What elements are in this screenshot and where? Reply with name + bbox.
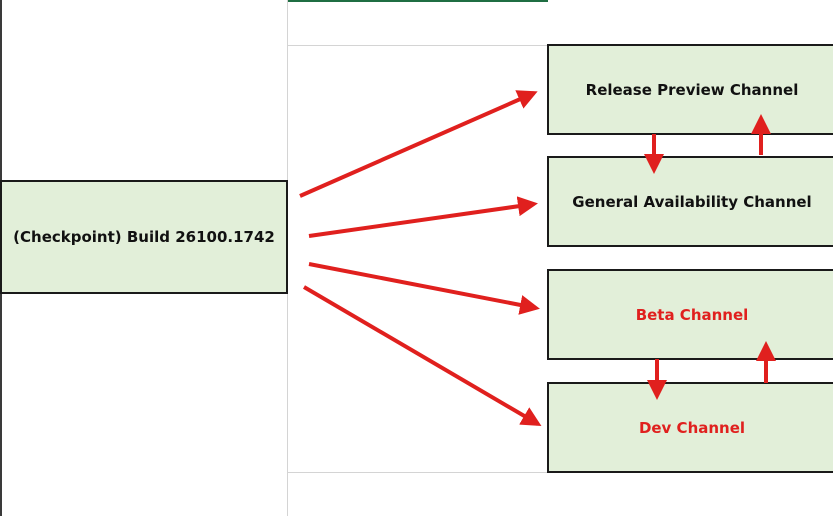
- arrow-to-release-preview: [299, 90, 538, 198]
- selection-indicator: [288, 0, 548, 2]
- arrow-to-general-availability: [308, 196, 538, 238]
- beta-channel-box: Beta Channel: [547, 269, 833, 360]
- dev-channel-box: Dev Channel: [547, 382, 833, 473]
- beta-channel-label: Beta Channel: [635, 305, 749, 324]
- release-preview-channel-label: Release Preview Channel: [585, 80, 799, 99]
- arrow-to-beta: [308, 262, 540, 315]
- release-preview-channel-box: Release Preview Channel: [547, 44, 833, 135]
- general-availability-channel-label: General Availability Channel: [572, 192, 812, 211]
- source-build-box: (Checkpoint) Build 26100.1742: [0, 180, 288, 294]
- source-build-label: (Checkpoint) Build 26100.1742: [13, 228, 275, 246]
- dev-channel-label: Dev Channel: [638, 418, 746, 437]
- general-availability-channel-box: General Availability Channel: [547, 156, 833, 247]
- arrow-to-dev: [302, 285, 542, 427]
